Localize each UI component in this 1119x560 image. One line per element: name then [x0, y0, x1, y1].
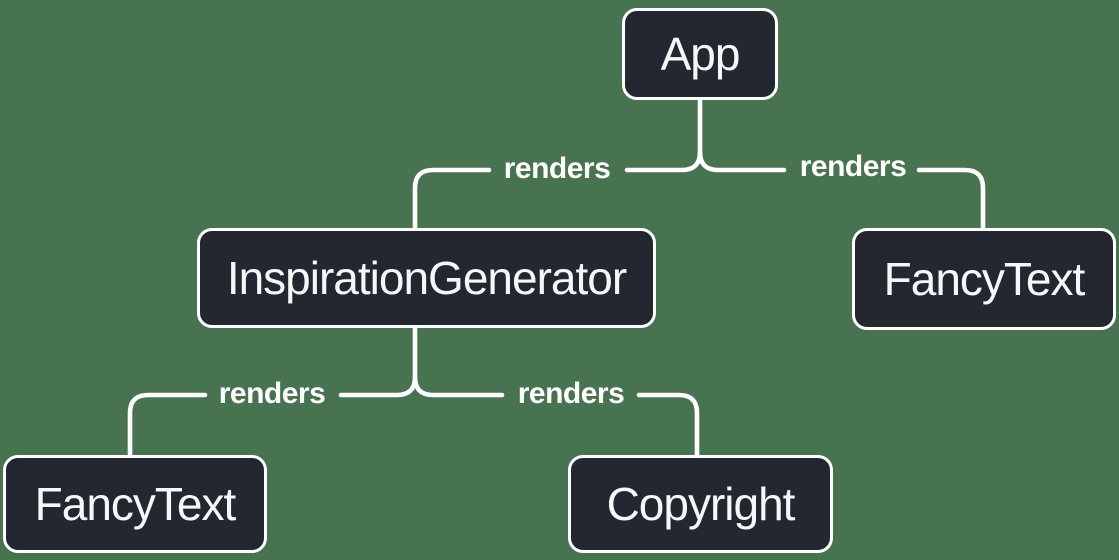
- edge-inspiration-to-fancytext-stem: [338, 325, 418, 398]
- edge-app-to-inspiration-stem: [624, 97, 703, 173]
- edge-label-app-fancytext: renders: [799, 150, 907, 183]
- node-inspiration-generator-label: InspirationGenerator: [226, 252, 627, 304]
- node-fancy-text-bottom: FancyText: [3, 455, 267, 553]
- node-app: App: [622, 8, 778, 100]
- edge-label-app-inspiration: renders: [503, 152, 611, 185]
- node-fancy-text-top-label: FancyText: [883, 253, 1086, 305]
- edge-inspiration-to-fancytext-drop: [127, 392, 208, 458]
- edge-app-to-fancytext-stem: [697, 149, 787, 173]
- node-copyright: Copyright: [568, 455, 833, 553]
- edge-inspiration-to-copyright-stem: [412, 374, 505, 398]
- node-app-label: App: [660, 28, 741, 80]
- node-inspiration-generator: InspirationGenerator: [197, 228, 656, 328]
- edge-label-inspiration-fancytext: renders: [218, 377, 326, 410]
- edge-inspiration-to-copyright-drop: [636, 392, 700, 458]
- node-copyright-label: Copyright: [606, 478, 796, 530]
- node-fancy-text-bottom-label: FancyText: [34, 478, 237, 530]
- node-fancy-text-top: FancyText: [852, 228, 1116, 330]
- edge-app-to-fancytext-drop: [916, 167, 986, 231]
- edge-label-inspiration-copyright: renders: [517, 377, 625, 410]
- edge-app-to-inspiration-drop: [412, 167, 492, 231]
